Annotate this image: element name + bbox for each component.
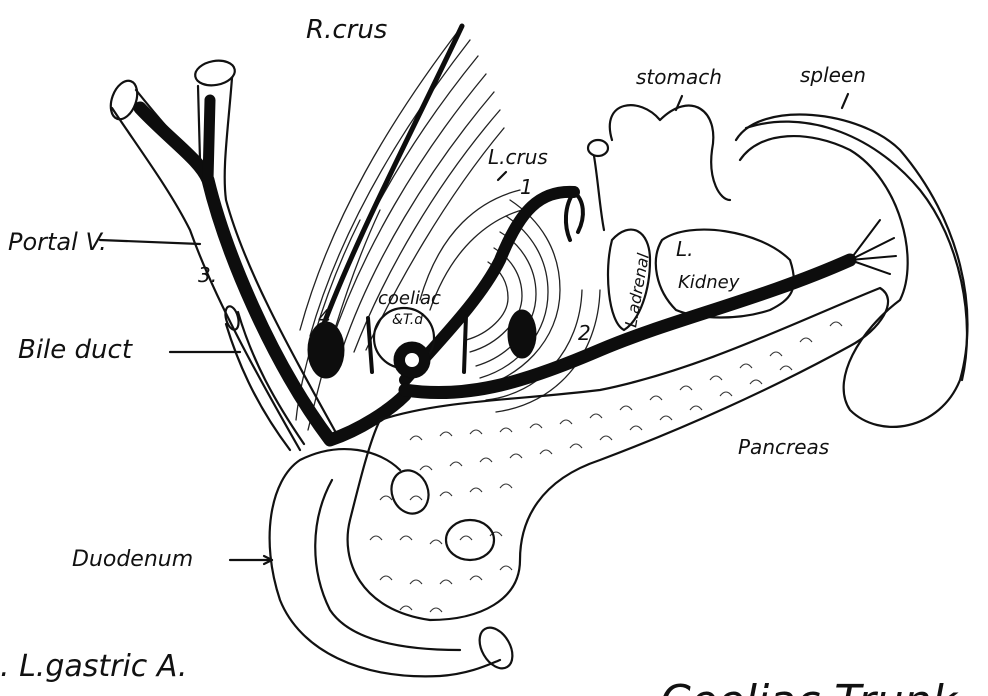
duodenum-opening-top [386, 465, 435, 519]
label-celiac-sub: &T.d [392, 312, 423, 328]
splenic-artery-branches [850, 220, 896, 274]
label-num-4: 4 [318, 305, 331, 329]
spleen-outline [736, 115, 968, 427]
label-l-crus: L.crus [488, 145, 548, 169]
ganglion-left [308, 322, 344, 378]
label-num-3: 3. [198, 263, 217, 287]
label-num-2: 2 [578, 321, 591, 345]
label-num-1: 1 [520, 175, 533, 199]
figure-title: Coeliac Trunk [660, 676, 959, 696]
label-r-crus: R.crus [306, 15, 387, 45]
hepatic-artery-branch [208, 100, 210, 180]
label-l-kidney-2: Kidney [678, 272, 740, 293]
label-bile-duct: Bile duct [18, 335, 133, 365]
duodenum-outline [270, 449, 500, 676]
vessel-stub [588, 140, 608, 156]
label-celiac: coeliac [378, 288, 441, 309]
label-portal-v: Portal V. [8, 228, 107, 256]
label-stomach: stomach [636, 65, 722, 89]
hepatic-artery [140, 108, 405, 440]
label-l-adrenal: L.adrenal [621, 251, 653, 328]
duodenum-opening-bottom [473, 622, 519, 674]
stomach-outline [610, 105, 730, 200]
label-spleen: spleen [800, 63, 866, 87]
label-pancreas: Pancreas [738, 435, 829, 459]
pancreas-stipple [370, 322, 842, 612]
legend-left-gastric: . L.gastric A. [0, 649, 187, 684]
pancreas-notch [446, 520, 494, 560]
label-l-kidney-1: L. [676, 237, 694, 261]
label-duodenum: Duodenum [72, 547, 193, 572]
ganglion-right [508, 310, 536, 358]
